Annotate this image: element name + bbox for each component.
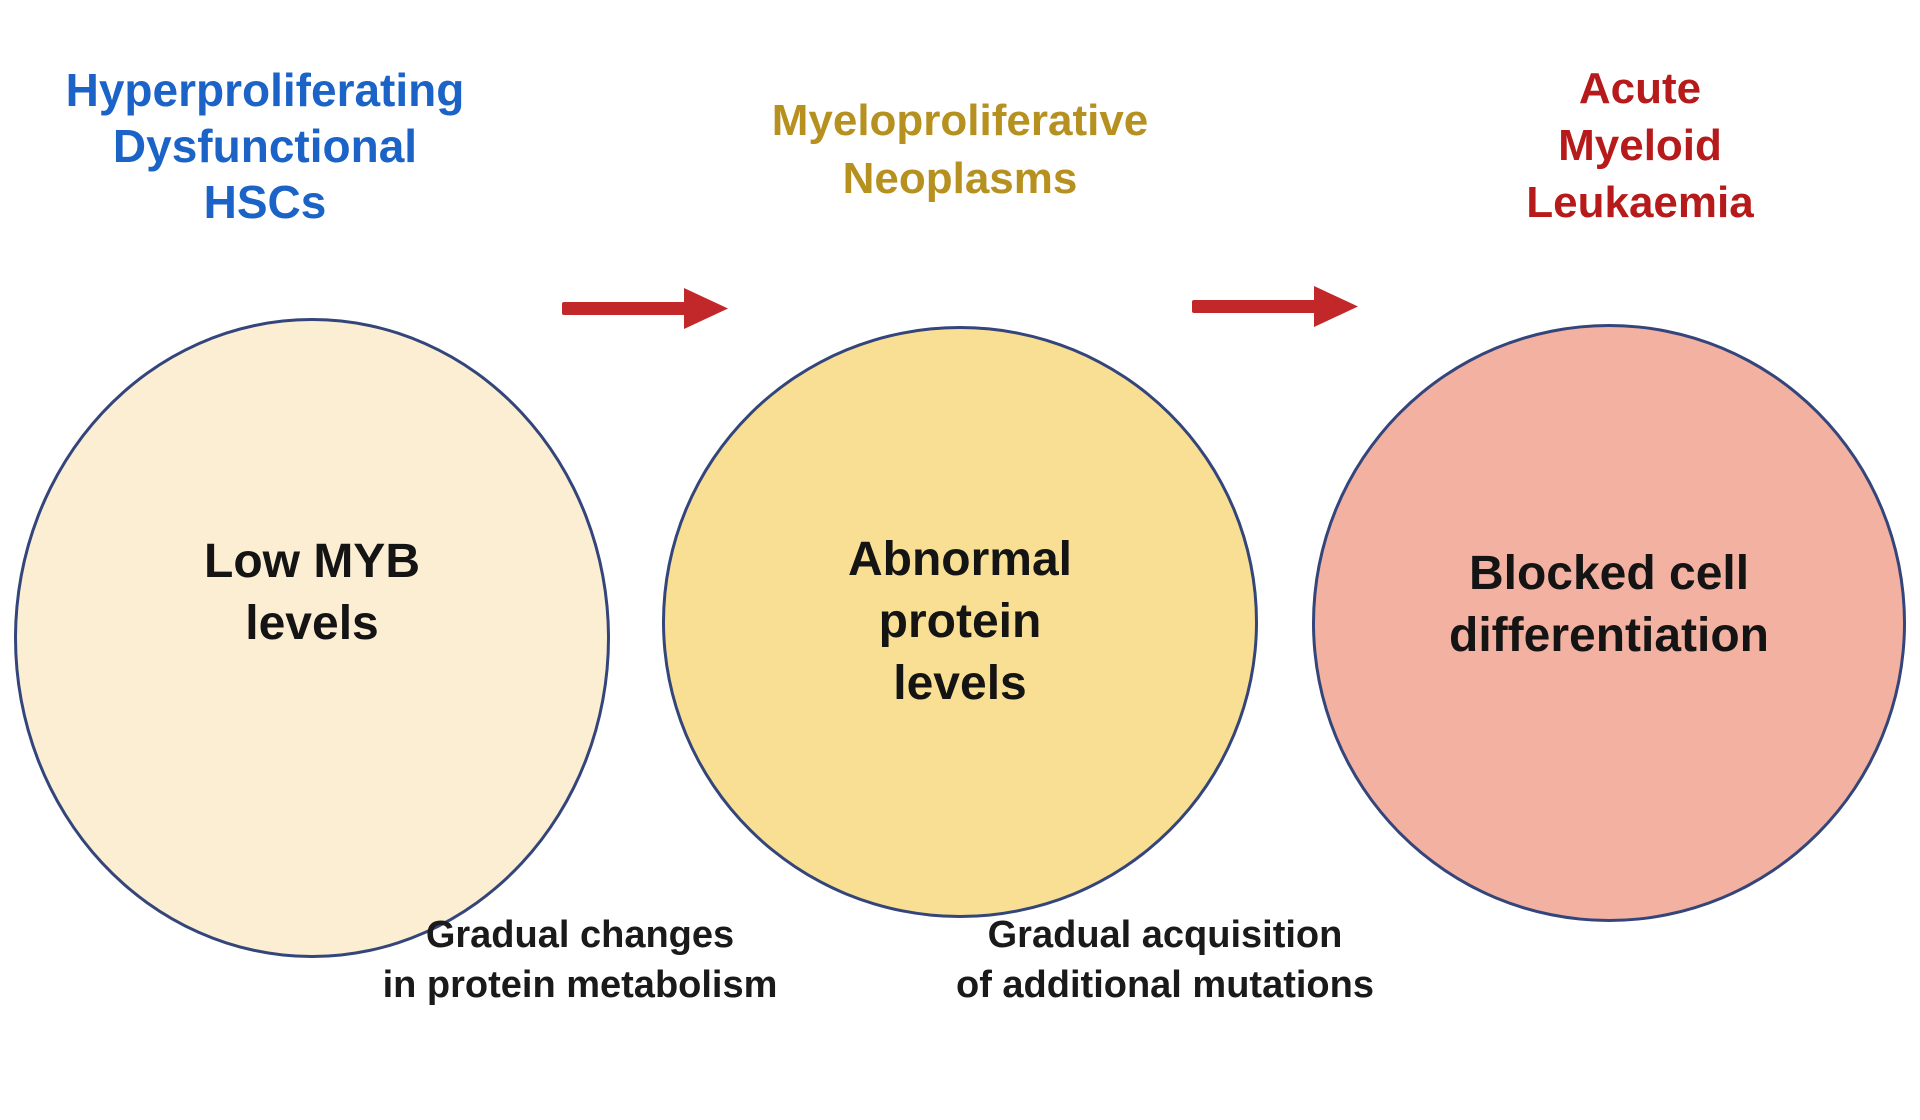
circle-mpn: Abnormal protein levels: [662, 326, 1258, 918]
circle-aml: Blocked cell differentiation: [1312, 324, 1906, 922]
circle-label-blocked-differentiation: Blocked cell differentiation: [1449, 547, 1769, 662]
arrow-shaft: [1192, 300, 1316, 313]
stage-heading-aml: Acute Myeloid Leukaemia: [1526, 64, 1754, 227]
arrow-head: [1314, 286, 1358, 327]
circle-hscs: Low MYB levels: [14, 318, 610, 958]
circle-label-abnormal-protein: Abnormal protein levels: [847, 533, 1072, 710]
right-arrow-icon-2: [1192, 286, 1358, 327]
transition-caption-additional-mutations: Gradual acquisition of additional mutati…: [956, 914, 1374, 1006]
stage-heading-hscs: Hyperproliferating Dysfunctional HSCs: [65, 64, 465, 228]
circle-label-low-myb: Low MYB levels: [204, 535, 420, 650]
stage-heading-mpn: Myeloproliferative Neoplasms: [771, 96, 1149, 203]
arrow-shaft: [562, 302, 686, 315]
transition-caption-protein-metabolism: Gradual changes in protein metabolism: [382, 914, 778, 1006]
right-arrow-icon-1: [562, 288, 728, 329]
arrow-head: [684, 288, 728, 329]
